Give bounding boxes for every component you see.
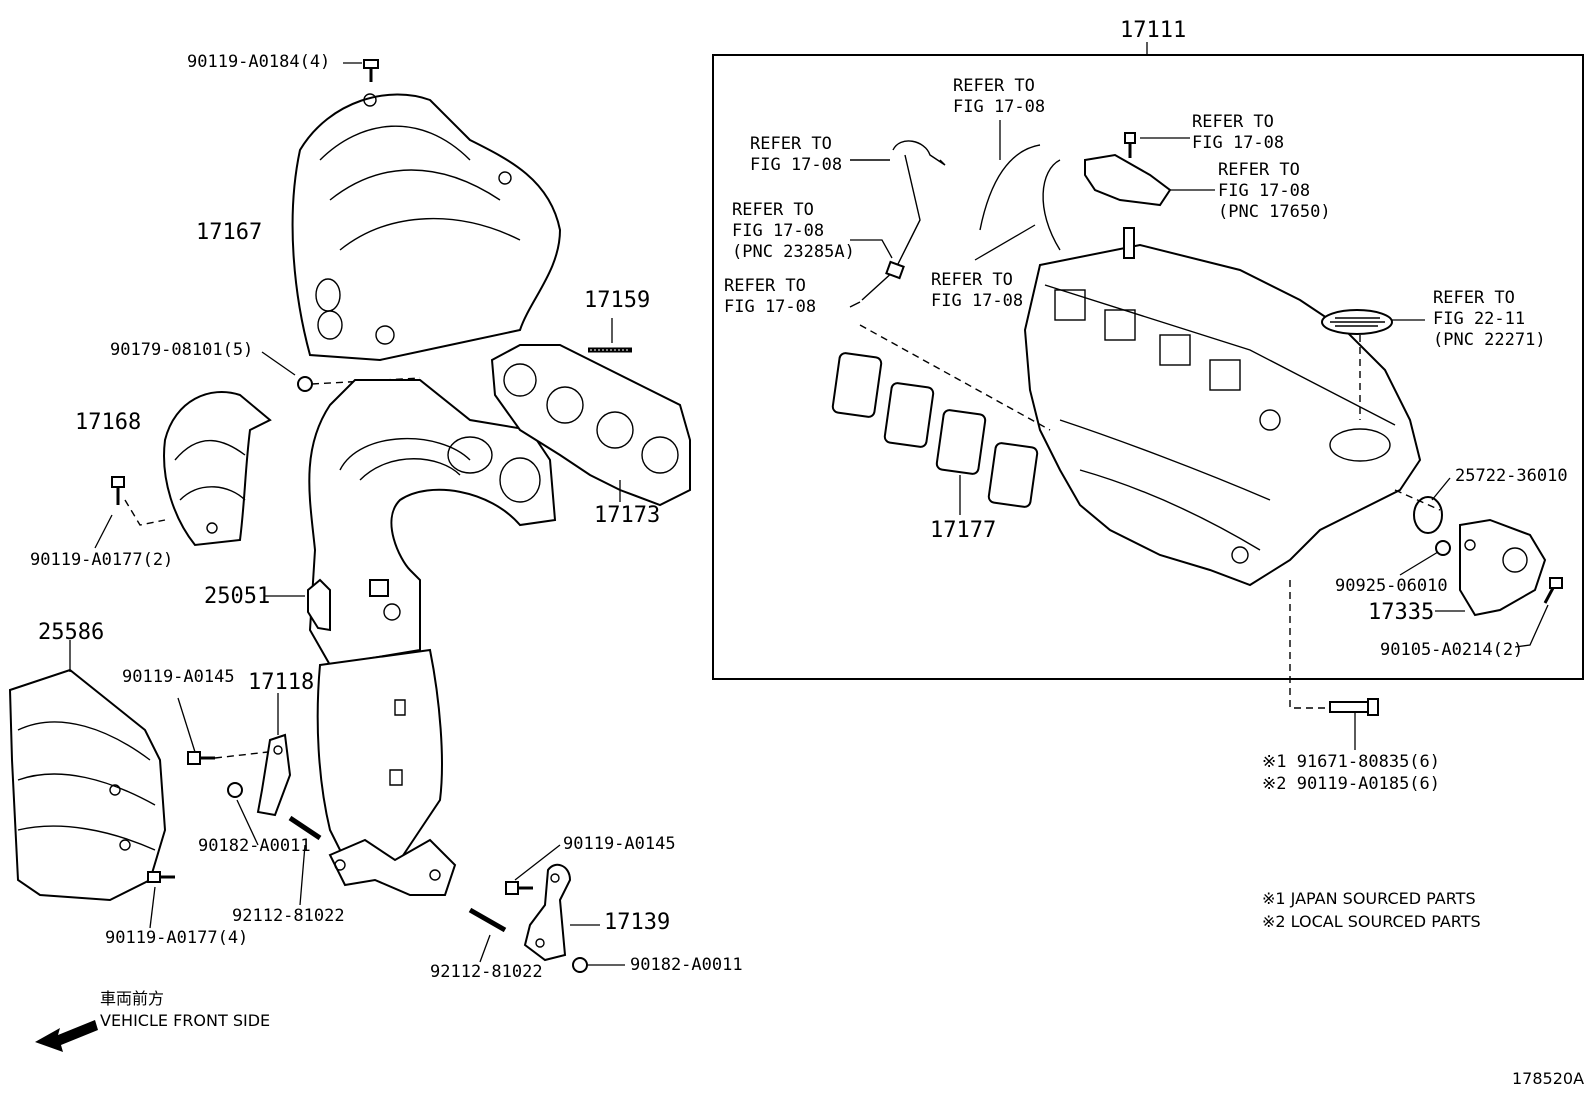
throttle-body-17335 — [1459, 518, 1547, 617]
stud-92112-81022-b — [468, 907, 507, 933]
part-label: 17159 — [584, 288, 651, 313]
part-label: 90105-A0214(2) — [1380, 640, 1524, 660]
nut-90182-A0011-b — [572, 957, 588, 973]
bracket-17139 — [523, 863, 572, 962]
front-arrow-icon — [35, 1020, 98, 1052]
bolt-90119-A0145-a — [187, 751, 215, 765]
part-label: 25051 — [204, 584, 271, 609]
stud-92112-81022-a — [288, 815, 322, 841]
heat-insulator-17167 — [291, 93, 562, 362]
part-label: 90182-A0011 — [198, 836, 311, 856]
part-label: ※2 90119-A0185(6) — [1262, 774, 1441, 794]
part-label: 25586 — [38, 620, 105, 645]
direction-en: VEHICLE FRONT SIDE — [100, 1011, 271, 1030]
hose-23285A — [861, 140, 946, 301]
bolt-91671-80835 — [1329, 698, 1379, 716]
exhaust-manifold-converter — [308, 379, 557, 896]
part-label: 17168 — [75, 410, 142, 435]
bolt-90119-A0177-b — [147, 871, 175, 883]
nut-90179-08101 — [297, 376, 313, 392]
part-label: 17167 — [196, 220, 263, 245]
bolt-90119-A0184 — [363, 59, 379, 82]
gasket-25722-36010 — [1413, 496, 1443, 534]
part-label: 90119-A0145 — [122, 667, 235, 687]
part-label: 90119-A0145 — [563, 834, 676, 854]
part-17111: 17111 — [1120, 18, 1187, 43]
part-label: 90179-08101(5) — [110, 340, 254, 360]
intake-manifold — [1023, 227, 1422, 587]
part-label: 17335 — [1368, 600, 1435, 625]
bolt-90119-A0145-b — [505, 881, 533, 895]
part-label: 17177 — [930, 518, 997, 543]
part-label: 92112-81022 — [232, 906, 345, 926]
part-label: 25722-36010 — [1455, 466, 1568, 486]
part-label: 92112-81022 — [430, 962, 543, 982]
hose-b — [979, 144, 1041, 231]
part-label: 90119-A0177(4) — [105, 928, 249, 948]
bolt-90119-A0177-a — [111, 476, 125, 505]
direction-jp: 車両前方 — [100, 989, 165, 1008]
intake-gaskets-17177 — [831, 352, 1039, 508]
part-label: 90119-A0184(4) — [187, 52, 331, 72]
bracket-17118 — [256, 733, 292, 817]
intake-assembly-box — [712, 54, 1584, 680]
nut-90182-A0011-a — [227, 782, 243, 798]
note-local-sourced: ※2 LOCAL SOURCED PARTS — [1262, 912, 1481, 931]
part-label: 17139 — [604, 910, 671, 935]
figure-id: 178520A — [1512, 1069, 1585, 1088]
part-label: 90119-A0177(2) — [30, 550, 174, 570]
bracket-25051 — [307, 578, 331, 632]
note-japan-sourced: ※1 JAPAN SOURCED PARTS — [1262, 889, 1476, 908]
heat-insulator-17168 — [163, 391, 272, 547]
vsv-bracket-17650 — [1084, 132, 1172, 207]
bolt-90105-A0214 — [1543, 577, 1563, 604]
part-label: 17118 — [248, 670, 315, 695]
part-label: ※1 91671-80835(6) — [1262, 752, 1441, 772]
part-label: 17173 — [594, 503, 661, 528]
gasket-17173 — [490, 344, 691, 507]
heat-insulator-25586 — [8, 668, 167, 902]
part-label: 90925-06010 — [1335, 576, 1448, 596]
o-ring-90925-06010 — [1435, 540, 1451, 556]
part-label: 90182-A0011 — [630, 955, 743, 975]
